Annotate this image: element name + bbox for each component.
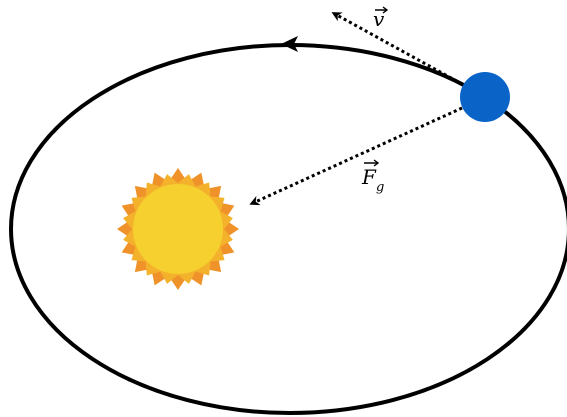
velocity-label: v — [373, 6, 389, 31]
velocity-symbol: v — [373, 7, 385, 31]
orbit-direction-arrow — [281, 36, 298, 52]
force-symbol: F — [361, 165, 377, 189]
gravity-force-vector — [249, 106, 463, 206]
velocity-label-arrow — [375, 6, 389, 14]
gravity-force-label: F g — [361, 159, 384, 195]
force-subscript: g — [376, 180, 384, 195]
sun-icon — [117, 168, 239, 290]
planet-icon — [460, 72, 510, 122]
force-label-arrow — [364, 159, 380, 167]
sun-core — [133, 184, 223, 274]
velocity-vector — [331, 12, 463, 86]
